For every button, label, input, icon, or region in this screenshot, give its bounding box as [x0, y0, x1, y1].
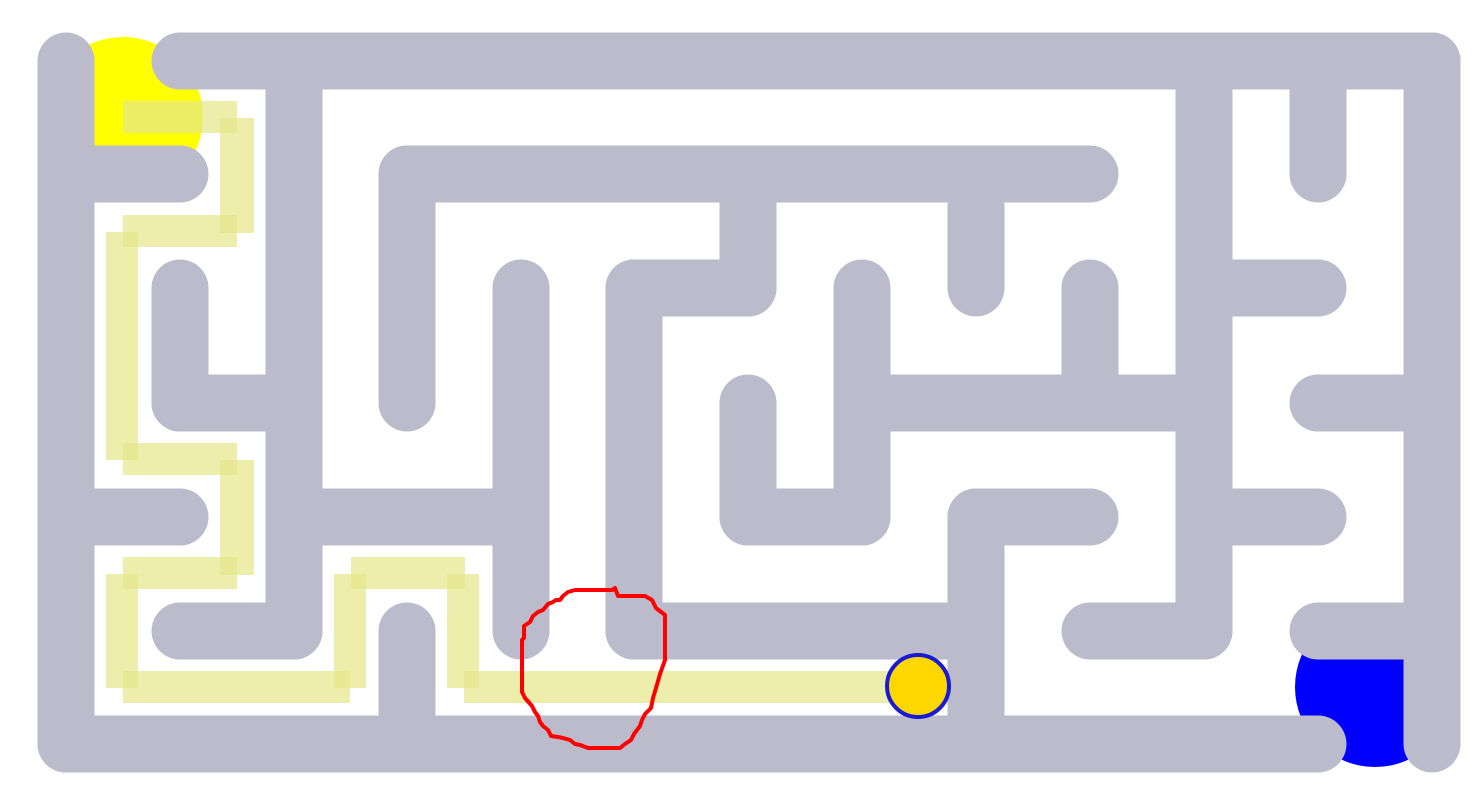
player-token[interactable] [885, 653, 951, 719]
trail-segment [334, 574, 366, 688]
trail-segment [123, 101, 237, 133]
red-scribble-annotation [520, 586, 667, 750]
trail-segment [447, 574, 479, 688]
trail-segment [123, 215, 237, 247]
trail-segment [123, 671, 350, 703]
trail-segment [220, 118, 254, 233]
trail-segment [123, 557, 237, 589]
trail-segment [106, 574, 138, 688]
visited-trail [106, 101, 920, 703]
trail-segment [464, 671, 920, 703]
trail-segment [351, 557, 465, 589]
trail-segment [220, 460, 254, 575]
trail-segment [123, 443, 237, 475]
maze-walls [37, 32, 1461, 773]
trail-segment [106, 232, 138, 460]
